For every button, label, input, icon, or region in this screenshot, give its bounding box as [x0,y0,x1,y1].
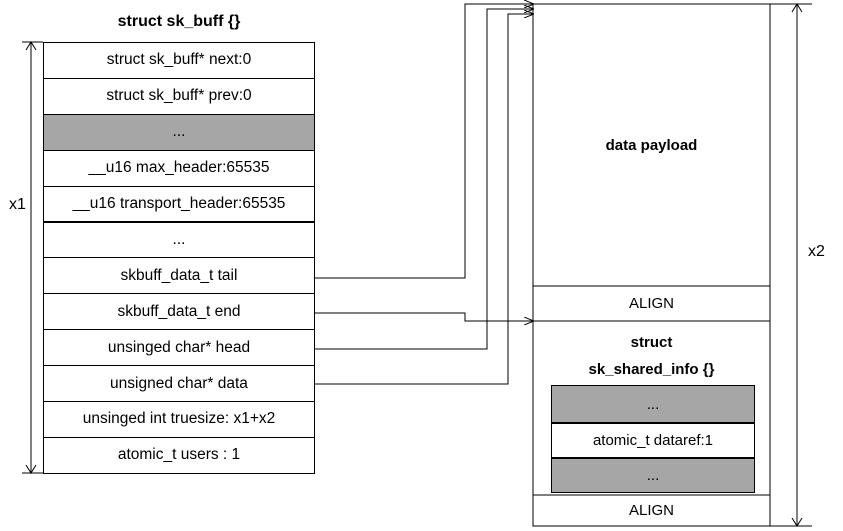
x1-label: x1 [9,196,26,213]
sk-buff-field: skbuff_data_t tail [43,257,315,295]
sk-buff-field: unsinged char* head [43,329,315,367]
shared-info-title-line2: sk_shared_info {} [588,360,715,378]
sk-buff-field: ... [43,113,315,151]
align-top-label: ALIGN [628,295,674,312]
shared-info-field: ... [551,385,755,423]
pointer-tail [315,4,533,279]
pointer-head [315,9,533,350]
x2-label: x2 [808,243,825,260]
data-payload-box [532,3,771,287]
sk-buff-field: ... [43,221,315,259]
x1-dimension [22,41,43,474]
sk-buff-field: skbuff_data_t end [43,293,315,331]
sk-buff-field: struct sk_buff* next:0 [43,42,315,79]
shared-info-field: atomic_t dataref:1 [551,423,755,458]
shared-info-title-line1: struct [630,333,673,351]
sk-buff-field: struct sk_buff* prev:0 [43,77,315,115]
pointer-data [315,14,533,385]
sk-buff-field: unsinged int truesize: x1+x2 [43,401,315,438]
data-payload-label: data payload [605,136,698,154]
sk-buff-title: struct sk_buff {} [117,13,241,30]
sk-buff-field: atomic_t users : 1 [43,436,315,474]
x2-dimension [770,3,812,527]
shared-info-field: ... [551,458,755,493]
pointer-end [315,312,533,321]
sk-buff-field: __u16 transport_header:65535 [43,185,315,223]
align-bottom-box [532,494,771,527]
align-top-box [532,285,771,322]
align-bottom-label: ALIGN [628,502,674,519]
sk-buff-field: unsigned char* data [43,365,315,402]
sk-buff-field: __u16 max_header:65535 [43,149,315,187]
